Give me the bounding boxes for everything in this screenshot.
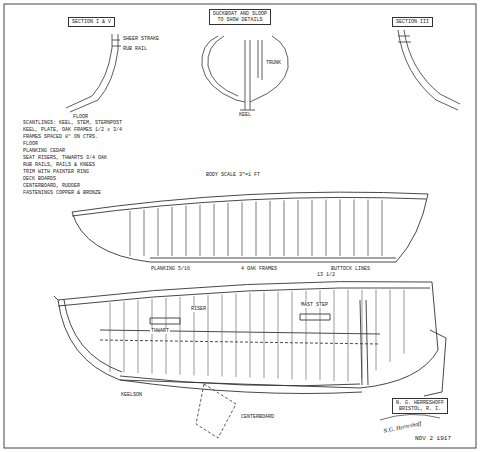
frame-line bbox=[228, 203, 229, 256]
box-text: TO SHOW DETAILS bbox=[213, 17, 267, 23]
drawing-note: KEEL bbox=[238, 112, 252, 118]
drawing-note: RISER bbox=[190, 306, 207, 312]
frame-line bbox=[236, 294, 237, 377]
box-text: SECTION I & V bbox=[72, 19, 111, 25]
signature-underline bbox=[380, 414, 440, 420]
frame-line bbox=[368, 200, 369, 256]
frame-line bbox=[158, 208, 159, 256]
box-text: DUCKBOAT AND SLOOP bbox=[213, 11, 267, 17]
frame-line bbox=[354, 199, 355, 256]
frame-line bbox=[144, 210, 145, 256]
designer-stamp: N. G. HERRESHOFFBRISTOL, R. I. bbox=[392, 398, 448, 414]
date-stamp: NOV 2 1917 bbox=[414, 436, 452, 442]
frame-line bbox=[186, 206, 187, 256]
drawing-note: KEELSON bbox=[120, 392, 143, 398]
signature: N.G. Herreshoff bbox=[382, 420, 423, 434]
drawing-note: SHEER STRAKE bbox=[122, 36, 160, 42]
frame-line bbox=[172, 207, 173, 256]
frame-line bbox=[348, 290, 349, 382]
frame-line bbox=[340, 199, 341, 256]
drawing-note: TRUNK bbox=[265, 60, 282, 66]
frame-line bbox=[250, 293, 251, 378]
section-label-box: SECTION III bbox=[392, 17, 433, 27]
drawing-note: SEAT RISERS, THWARTS 3/4 OAK bbox=[22, 155, 108, 161]
frame-line bbox=[124, 301, 125, 372]
drawing-note: MAST STEP bbox=[300, 302, 329, 308]
drawing-note: BUTTOCK LINES bbox=[330, 266, 371, 272]
sheet-border bbox=[4, 4, 476, 448]
frame-line bbox=[270, 201, 271, 256]
frame-line bbox=[180, 297, 181, 375]
frame-line bbox=[130, 211, 131, 256]
box-text: N. G. HERRESHOFF bbox=[396, 400, 444, 406]
box-text: SECTION III bbox=[396, 19, 429, 25]
centerboard-outline bbox=[196, 384, 236, 438]
frame-line bbox=[222, 294, 223, 376]
frame-line bbox=[284, 200, 285, 256]
drawing-note: DECK BOARDS bbox=[22, 176, 57, 182]
frame-line bbox=[208, 295, 209, 376]
frame-line bbox=[298, 200, 299, 256]
sections bbox=[66, 30, 460, 112]
frame-line bbox=[292, 291, 293, 379]
title-box: DUCKBOAT AND SLOOPTO SHOW DETAILS bbox=[209, 9, 271, 25]
frames bbox=[130, 199, 382, 256]
frame-line bbox=[138, 300, 139, 373]
hull-profile bbox=[54, 281, 446, 396]
frame-line bbox=[110, 303, 111, 372]
drawing-note: PLANKING 5/16 bbox=[150, 266, 191, 272]
frame-line bbox=[200, 205, 201, 256]
drawing-note: KEEL, PLATE, OAK FRAMES 1/2 x 3/4 bbox=[22, 127, 123, 133]
frame-line bbox=[242, 202, 243, 256]
frame-line bbox=[166, 298, 167, 374]
drawing-note: SCANTLINGS: KEEL, STEM, STERNPOST bbox=[22, 120, 123, 126]
frame-line bbox=[312, 200, 313, 256]
frame-line bbox=[152, 299, 153, 374]
frame-line bbox=[376, 290, 377, 371]
drawing-note: FLOOR bbox=[22, 141, 39, 147]
frame-line bbox=[326, 200, 327, 256]
box-text: BRISTOL, R. I. bbox=[396, 406, 444, 412]
frames bbox=[110, 290, 404, 382]
drawing-note: CENTERBOARD, RUDDER bbox=[22, 183, 81, 189]
section-label-box: SECTION I & V bbox=[68, 17, 115, 27]
hull-half-breadth bbox=[72, 192, 428, 262]
drawing-note: 4 OAK FRAMES bbox=[240, 266, 278, 272]
drawing-note: 13 1/2 bbox=[316, 272, 336, 278]
frame-line bbox=[382, 200, 383, 256]
frame-line bbox=[334, 290, 335, 381]
frame-line bbox=[278, 292, 279, 379]
drawing-note: FASTENINGS COPPER & BRONZE bbox=[22, 190, 102, 196]
drawing-note: BODY SCALE 3"=1 FT bbox=[205, 172, 261, 178]
frame-line bbox=[404, 290, 405, 354]
drawing-note: CENTERBOARD bbox=[240, 414, 275, 420]
drawing-note: PLANKING CEDAR bbox=[22, 148, 66, 154]
frame-line bbox=[214, 204, 215, 256]
frame-line bbox=[362, 290, 363, 379]
frame-line bbox=[264, 292, 265, 378]
drawing-note: RUB RAILS, RAILS & KNEES bbox=[22, 162, 96, 168]
drawing-note: THWART bbox=[150, 328, 170, 334]
frame-line bbox=[390, 290, 391, 362]
frame-line bbox=[256, 201, 257, 256]
drawing-note: FRAMES SPACED 8" ON CTRS. bbox=[22, 134, 99, 140]
drawing-note: RUB RAIL bbox=[122, 46, 148, 52]
drawing-note: TRIM WITH PAINTER RING bbox=[22, 169, 90, 175]
